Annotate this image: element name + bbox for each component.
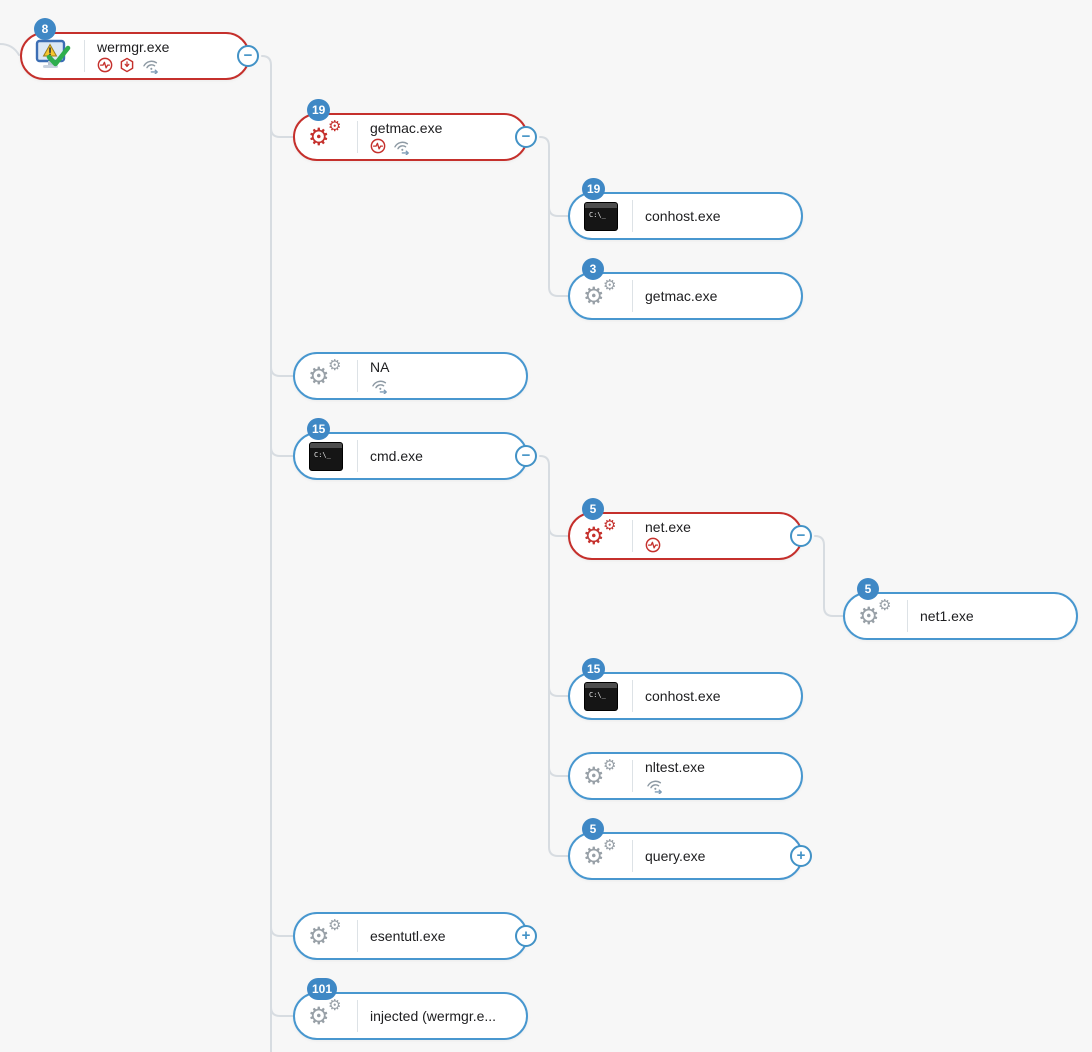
connector-line: [270, 366, 294, 377]
node-divider: [632, 200, 633, 232]
status-icons-row: [370, 138, 442, 155]
expand-button[interactable]: +: [515, 925, 537, 947]
instance-count-badge: 5: [582, 818, 604, 840]
connector-line: [548, 766, 569, 777]
instance-count-badge: 8: [34, 18, 56, 40]
connector-line: [548, 686, 569, 697]
process-name: wermgr.exe: [97, 38, 170, 55]
connector-line: [814, 535, 825, 608]
status-icons-row: [645, 537, 691, 554]
process-name: conhost.exe: [645, 688, 721, 704]
node-divider: [632, 680, 633, 712]
danger-activity-icon: [370, 138, 386, 154]
node-divider: [84, 40, 85, 72]
process-node-nltest[interactable]: ⚙⚙ nltest.exe: [568, 752, 803, 800]
process-name: conhost.exe: [645, 208, 721, 224]
threat-hexagon-icon: [120, 57, 134, 73]
process-name: injected (wermgr.e...: [370, 1008, 497, 1024]
network-traffic-icon: [143, 60, 158, 74]
process-node-query[interactable]: 5⚙⚙ query.exe +: [568, 818, 812, 880]
instance-count-badge: 19: [307, 99, 331, 121]
node-divider: [632, 840, 633, 872]
connector-line: [270, 1006, 294, 1017]
gears-icon: ⚙⚙: [308, 917, 342, 950]
instance-count-badge: 15: [307, 418, 331, 440]
process-node-net[interactable]: 5⚙⚙ net.exe −: [568, 498, 812, 560]
process-name: esentutl.exe: [370, 928, 446, 944]
gears-icon: ⚙⚙: [583, 517, 617, 550]
connector-line: [270, 926, 294, 937]
node-divider: [632, 280, 633, 312]
terminal-icon: C:\_: [584, 201, 618, 231]
status-icons-row: [97, 57, 169, 74]
instance-count-badge: 101: [307, 978, 338, 1000]
process-node-wermgr[interactable]: 8 wermgr.exe −: [20, 18, 259, 80]
instance-count-badge: 15: [582, 658, 606, 680]
process-node-esentutl[interactable]: ⚙⚙ esentutl.exe +: [293, 912, 537, 960]
collapse-button[interactable]: −: [515, 445, 537, 467]
danger-activity-icon: [97, 57, 113, 73]
gears-icon: ⚙⚙: [308, 997, 342, 1030]
status-icons-row: [645, 777, 705, 794]
process-node-getmac-3[interactable]: 3⚙⚙ getmac.exe: [568, 258, 803, 320]
connector-line: [539, 136, 550, 288]
process-name: NA: [370, 358, 390, 375]
process-name: nltest.exe: [645, 758, 705, 775]
process-name: query.exe: [645, 848, 706, 864]
collapse-button[interactable]: −: [515, 126, 537, 148]
collapse-button[interactable]: −: [790, 525, 812, 547]
connector-line: [548, 526, 569, 537]
connector-line: [548, 206, 569, 217]
node-divider: [907, 600, 908, 632]
node-divider: [357, 1000, 358, 1032]
connector-line: [548, 846, 569, 857]
connector-line: [823, 606, 844, 617]
process-name: getmac.exe: [645, 288, 718, 304]
node-divider: [357, 920, 358, 952]
gears-icon: ⚙⚙: [583, 277, 617, 310]
gears-icon: ⚙⚙: [858, 597, 892, 630]
wermgr-app-icon: [35, 39, 71, 68]
terminal-icon: C:\_: [309, 441, 343, 471]
gears-icon: ⚙⚙: [583, 837, 617, 870]
connector-line: [548, 286, 569, 297]
expand-button[interactable]: +: [790, 845, 812, 867]
danger-activity-icon: [645, 537, 661, 553]
network-traffic-icon: [647, 780, 662, 794]
connector-line: [539, 455, 550, 848]
node-divider: [357, 121, 358, 153]
gears-icon: ⚙⚙: [308, 118, 342, 151]
collapse-button[interactable]: −: [237, 45, 259, 67]
node-divider: [357, 440, 358, 472]
connector-line: [261, 55, 272, 1052]
process-name: net.exe: [645, 518, 691, 535]
process-name: net1.exe: [920, 608, 974, 624]
instance-count-badge: 3: [582, 258, 604, 280]
process-node-net1[interactable]: 5⚙⚙ net1.exe: [843, 578, 1078, 640]
status-icons-row: [370, 377, 389, 394]
instance-count-badge: 5: [857, 578, 879, 600]
network-traffic-icon: [372, 380, 387, 394]
gears-icon: ⚙⚙: [308, 357, 342, 390]
connector-line: [0, 43, 20, 56]
terminal-icon: C:\_: [584, 681, 618, 711]
connector-line: [270, 127, 294, 138]
network-traffic-icon: [394, 141, 409, 155]
connector-line: [270, 446, 294, 457]
process-name: cmd.exe: [370, 448, 423, 464]
process-node-injected[interactable]: 101⚙⚙ injected (wermgr.e...: [293, 978, 528, 1040]
node-divider: [632, 520, 633, 552]
process-node-getmac-parent[interactable]: 19⚙⚙ getmac.exe −: [293, 99, 537, 161]
node-divider: [632, 760, 633, 792]
gears-icon: ⚙⚙: [583, 757, 617, 790]
process-name: getmac.exe: [370, 119, 443, 136]
instance-count-badge: 5: [582, 498, 604, 520]
instance-count-badge: 19: [582, 178, 606, 200]
process-node-na[interactable]: ⚙⚙ NA: [293, 352, 528, 400]
node-divider: [357, 360, 358, 392]
